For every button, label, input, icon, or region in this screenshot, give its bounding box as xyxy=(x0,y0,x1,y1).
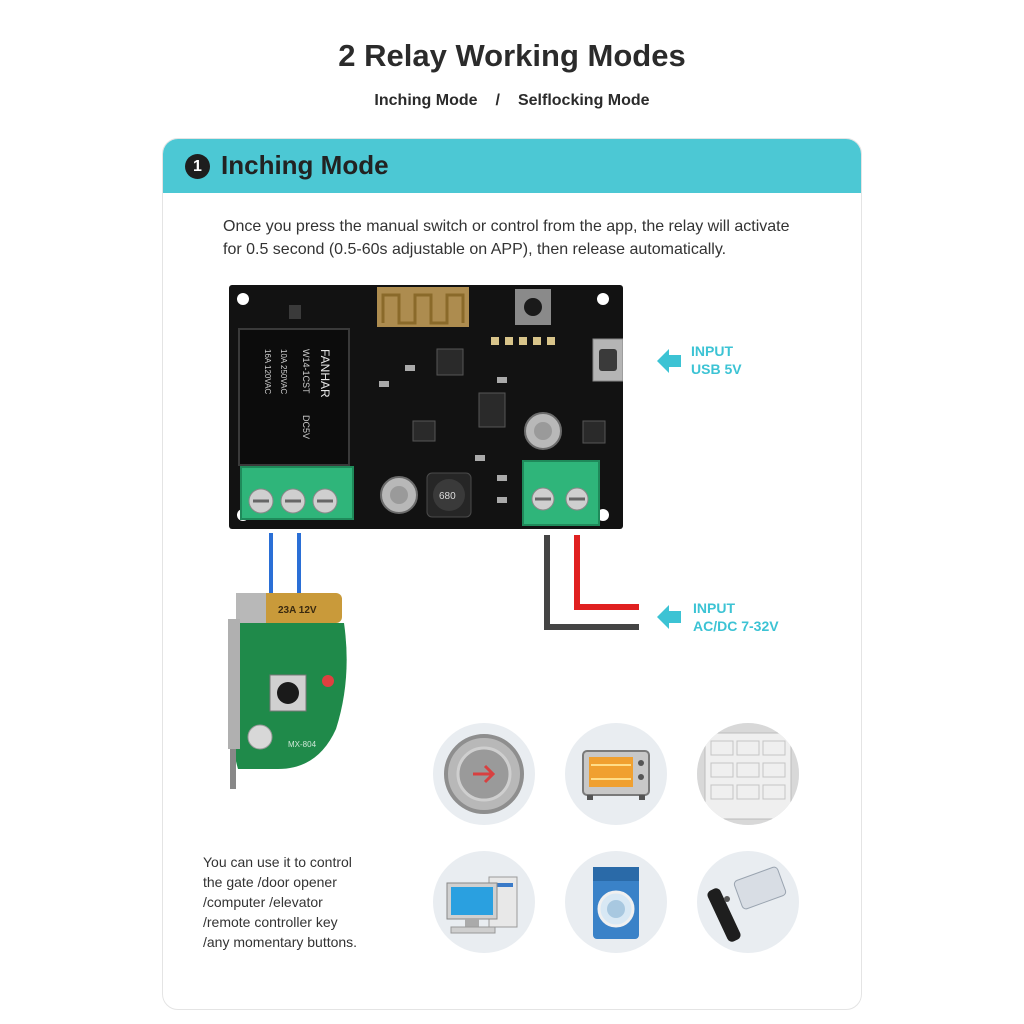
section-title: Inching Mode xyxy=(221,150,389,180)
relay-terminal-block xyxy=(240,466,354,520)
relay-brand-text: FANHAR xyxy=(318,349,332,398)
power-input-label-line-1: INPUT xyxy=(693,600,735,616)
usb-input-arrow-icon xyxy=(657,349,681,373)
relay-component: FANHAR W14-1CST DC5V 10A 250VAC 16A 120V… xyxy=(238,328,350,466)
inductor-code-text: 680 xyxy=(439,491,456,502)
mode-inching-label: Inching Mode xyxy=(374,92,478,109)
usage-note-line-4: /remote controller key xyxy=(203,914,338,930)
mode-selflocking-label: Selflocking Mode xyxy=(517,92,650,109)
description-line-1: Once you press the manual switch or cont… xyxy=(223,218,790,235)
washing-machine-icon xyxy=(565,851,667,953)
garage-door-icon xyxy=(697,723,799,825)
usb-input-label-line-2: USB 5V xyxy=(691,361,742,377)
usage-note-line-1: You can use it to control xyxy=(203,854,352,870)
elevator-button-icon xyxy=(433,723,535,825)
relay-model-text: W14-1CST xyxy=(301,349,311,394)
computer-icon xyxy=(433,851,535,953)
power-terminal-block xyxy=(522,460,600,526)
usage-note: You can use it to control the gate /door… xyxy=(203,852,357,952)
mode-subtitle: Inching Mode / Selflocking Mode xyxy=(0,92,1024,110)
power-input-label-line-2: AC/DC 7-32V xyxy=(693,618,779,634)
card-header: 1 Inching Mode xyxy=(163,139,861,193)
usage-note-line-5: /any momentary buttons. xyxy=(203,934,358,950)
battery-label-text: 23A 12V xyxy=(278,605,317,616)
usage-note-line-3: /computer /elevator xyxy=(203,894,323,910)
relay-voltage-text: DC5V xyxy=(301,415,311,439)
mode-separator: / xyxy=(495,92,500,109)
power-input-arrow-icon xyxy=(657,605,681,629)
description-line-2: for 0.5 second (0.5-60s adjustable on AP… xyxy=(223,241,727,258)
relay-rating-1-text: 10A 250VAC xyxy=(279,349,288,394)
page-title: 2 Relay Working Modes xyxy=(338,38,686,73)
usb-input-label-line-1: INPUT xyxy=(691,343,733,359)
usage-note-line-2: the gate /door opener xyxy=(203,874,337,890)
usb-input-label: INPUT USB 5V xyxy=(691,342,742,378)
oven-icon xyxy=(565,723,667,825)
relay-rating-2-text: 16A 120VAC xyxy=(263,349,272,394)
remote-model-text: MX-804 xyxy=(288,740,317,749)
section-description: Once you press the manual switch or cont… xyxy=(223,215,823,261)
power-input-label: INPUT AC/DC 7-32V xyxy=(693,599,779,635)
inching-mode-card: 1 Inching Mode Once you press the manual… xyxy=(162,138,862,1010)
power-wires xyxy=(544,535,639,630)
section-number-badge: 1 xyxy=(185,154,210,179)
remote-controls-icon xyxy=(697,851,799,953)
relay-board-image: FANHAR W14-1CST DC5V 10A 250VAC 16A 120V… xyxy=(229,285,623,529)
remote-control-board-image: 23A 12V MX-804 xyxy=(228,593,347,789)
